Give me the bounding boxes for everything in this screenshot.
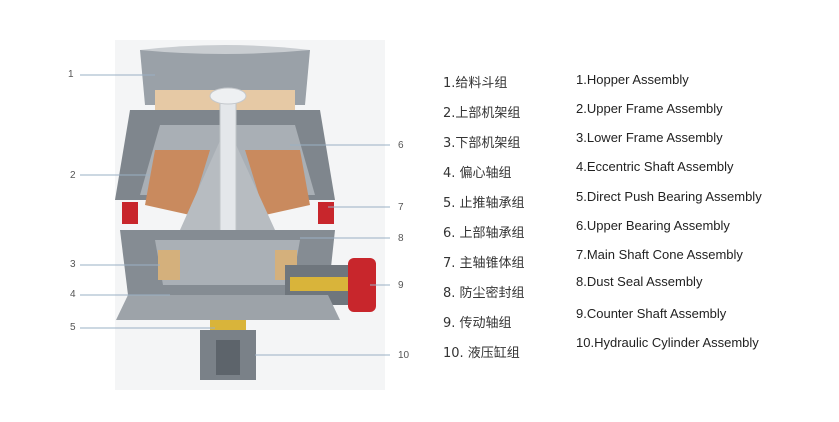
eccentric-bushing-left [158, 250, 180, 280]
legend-cn-item: 10. 液压缸组 [443, 346, 520, 361]
callout-5: 5 [70, 322, 76, 333]
legend-cn-item: 2.上部机架组 [443, 106, 521, 121]
legend-cn-item: 7. 主轴锥体组 [443, 256, 525, 271]
hydraulic-piston [216, 340, 240, 375]
callout-9: 9 [398, 280, 404, 291]
counter-shaft-pulley [348, 258, 376, 312]
legend-cn-item: 1.给料斗组 [443, 76, 508, 91]
concave-liner-left [145, 150, 210, 215]
legend-en-item: 2.Upper Frame Assembly [576, 101, 723, 116]
legend-en-item: 6.Upper Bearing Assembly [576, 218, 730, 233]
leader-lines [80, 74, 390, 356]
callout-10: 10 [398, 350, 410, 361]
legend-en-item: 9.Counter Shaft Assembly [576, 306, 727, 321]
lower-frame-inner [155, 240, 300, 285]
callout-6: 6 [398, 140, 404, 151]
callout-3: 3 [70, 259, 76, 270]
legend-en-item: 3.Lower Frame Assembly [576, 130, 723, 145]
legend-cn-item: 3.下部机架组 [443, 136, 521, 151]
legend-en-item: 7.Main Shaft Cone Assembly [576, 247, 743, 262]
legend-cn-item: 8. 防尘密封组 [443, 286, 525, 301]
legend-cn-item: 5. 止推轴承组 [443, 196, 525, 211]
callout-7: 7 [398, 202, 404, 213]
legend-cn-item: 6. 上部轴承组 [443, 226, 525, 241]
base-skirt [116, 295, 340, 320]
callout-1: 1 [68, 69, 74, 80]
counter-shaft [290, 277, 350, 291]
legend-cn-item: 4. 偏心轴组 [443, 166, 512, 181]
callout-8: 8 [398, 233, 404, 244]
cone-crusher-cross-section [80, 40, 390, 390]
callout-4: 4 [70, 289, 76, 300]
callout-2: 2 [70, 170, 76, 181]
legend-en-item: 10.Hydraulic Cylinder Assembly [576, 335, 759, 350]
red-lock-left [122, 202, 138, 224]
red-lock-right [318, 202, 334, 224]
concave-liner-right [245, 150, 310, 215]
legend-en-item: 4.Eccentric Shaft Assembly [576, 159, 734, 174]
legend-cn-item: 9. 传动轴组 [443, 316, 512, 331]
legend-en-item: 8.Dust Seal Assembly [576, 274, 703, 289]
legend-en-item: 1.Hopper Assembly [576, 72, 689, 87]
legend-en-item: 5.Direct Push Bearing Assembly [576, 189, 762, 204]
shaft-top [209, 87, 247, 105]
hopper-rim [140, 45, 310, 54]
